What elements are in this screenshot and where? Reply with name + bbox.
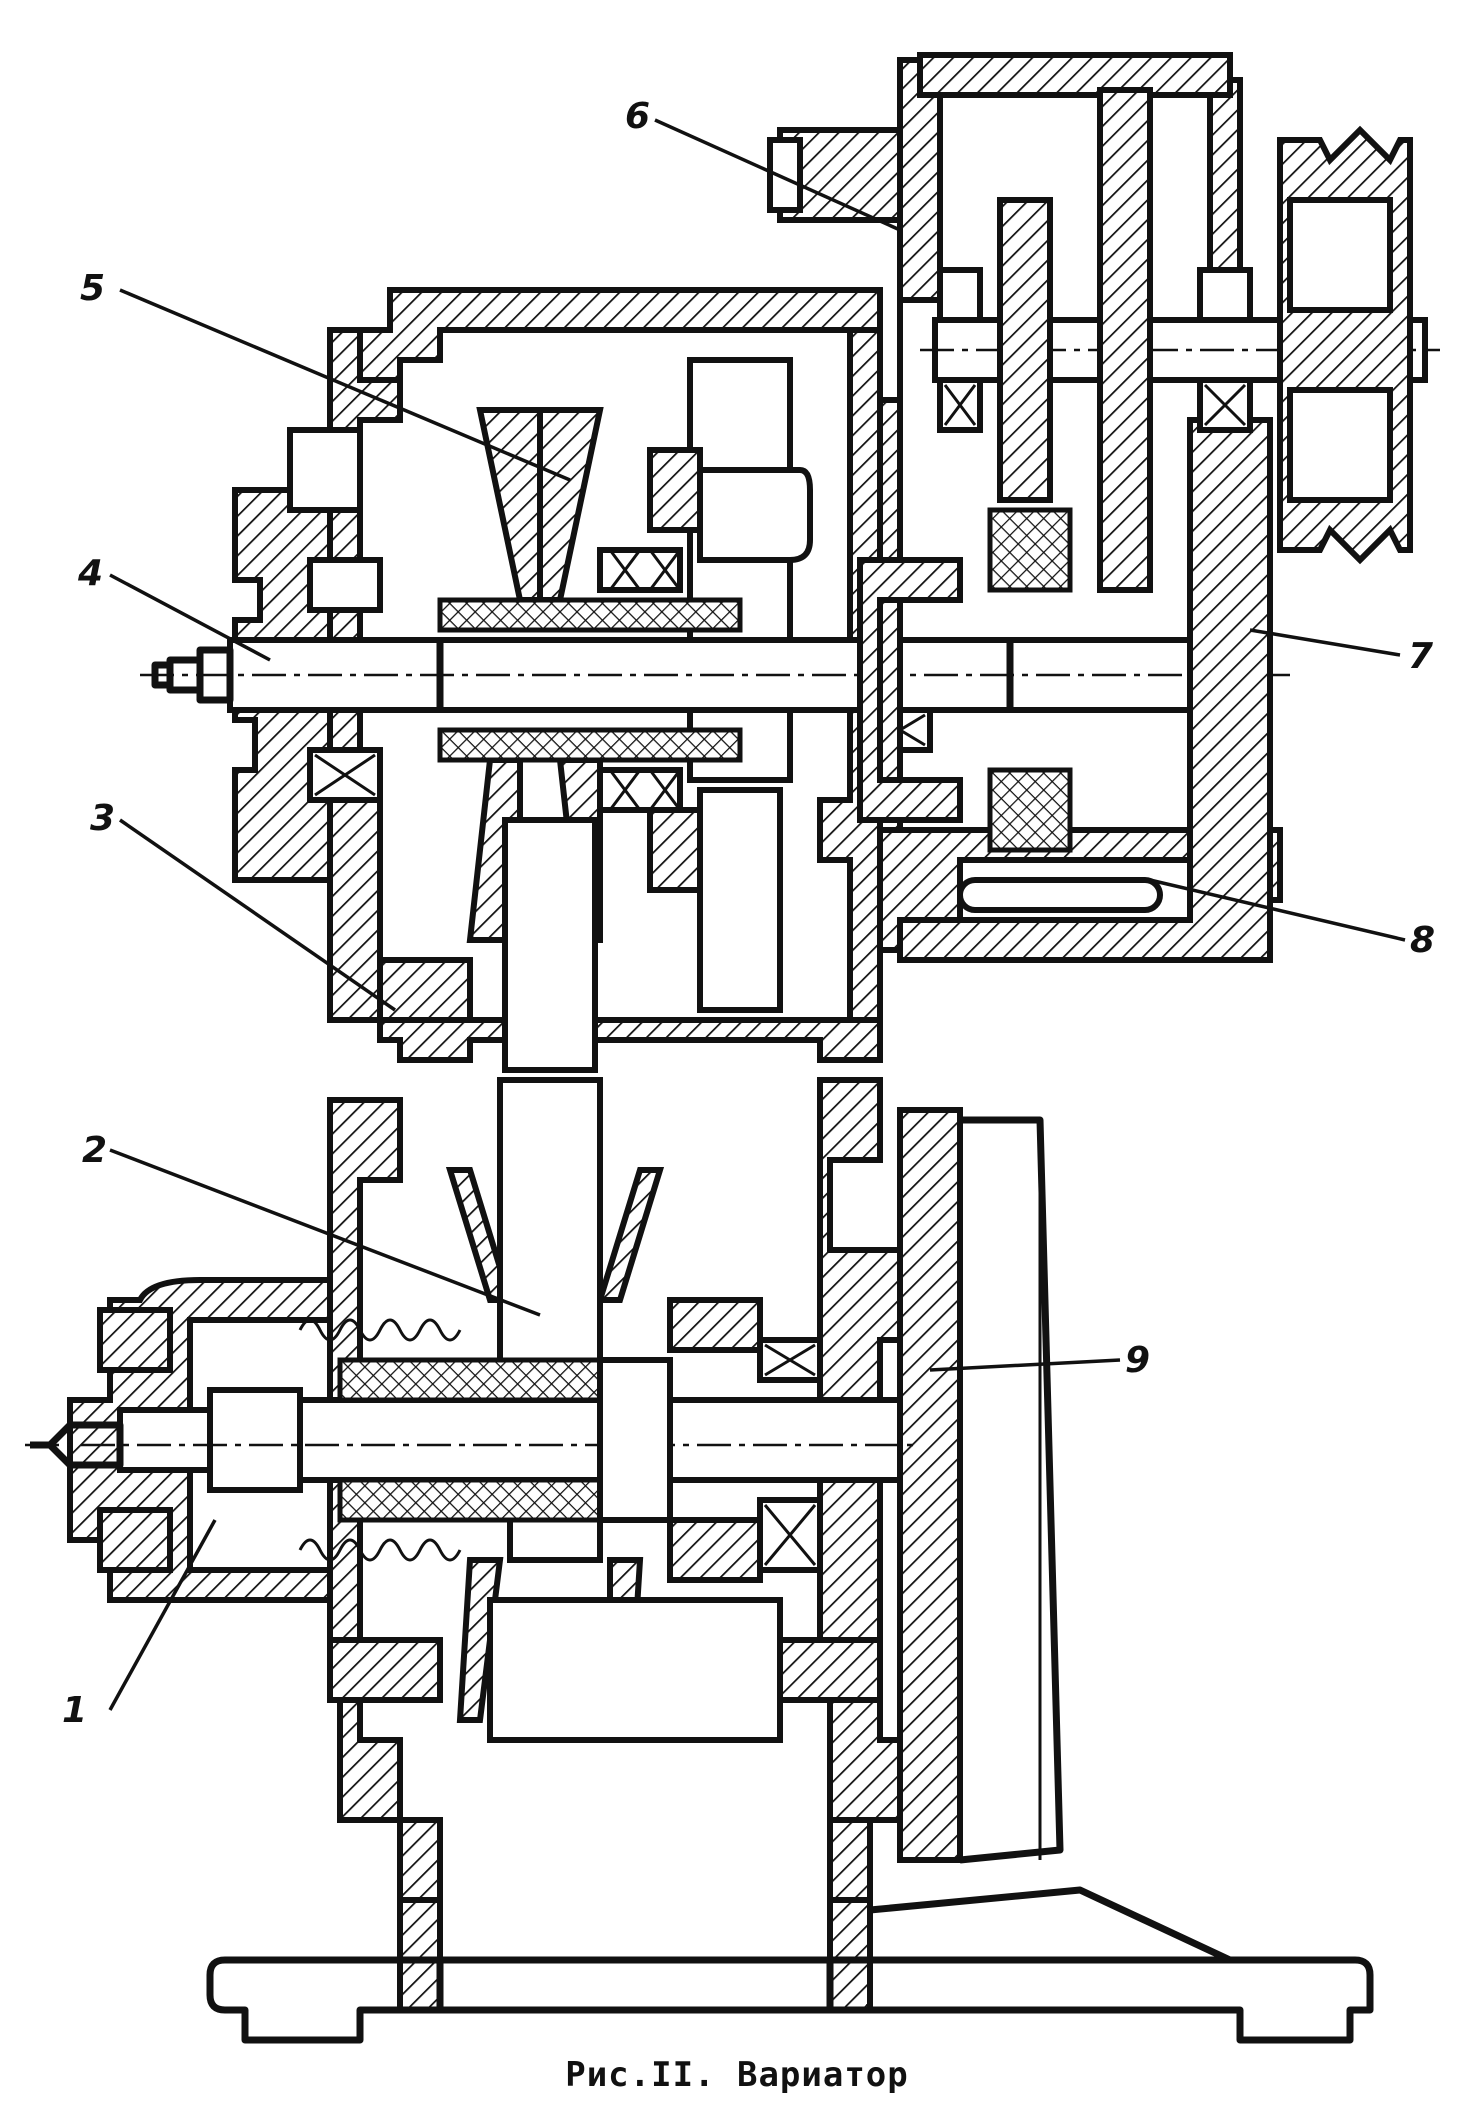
callout-3: 3 [90, 798, 115, 839]
base-plate [206, 1886, 1374, 2044]
callout-6: 6 [625, 96, 650, 137]
callout-1: 1 [62, 1690, 87, 1731]
output-v-belt-pulley [1277, 125, 1413, 565]
callout-labels: 1 2 3 4 5 6 7 8 9 [62, 96, 1435, 1731]
callout-4: 4 [77, 553, 103, 594]
upper-pulley [437, 407, 743, 943]
callout-9: 9 [1125, 1340, 1150, 1381]
callout-2: 2 [82, 1130, 107, 1171]
v-belt [497, 817, 603, 1373]
figure-caption: Рис.II. Вариатор [565, 2055, 909, 2095]
lower-housing [67, 1077, 1064, 1903]
lower-shaft [25, 1297, 920, 1583]
callout-8: 8 [1410, 920, 1435, 961]
gear-reducer-housing [767, 52, 1440, 963]
callout-leaders [108, 118, 1406, 1711]
callout-7: 7 [1408, 636, 1433, 677]
callout-5: 5 [80, 268, 105, 309]
